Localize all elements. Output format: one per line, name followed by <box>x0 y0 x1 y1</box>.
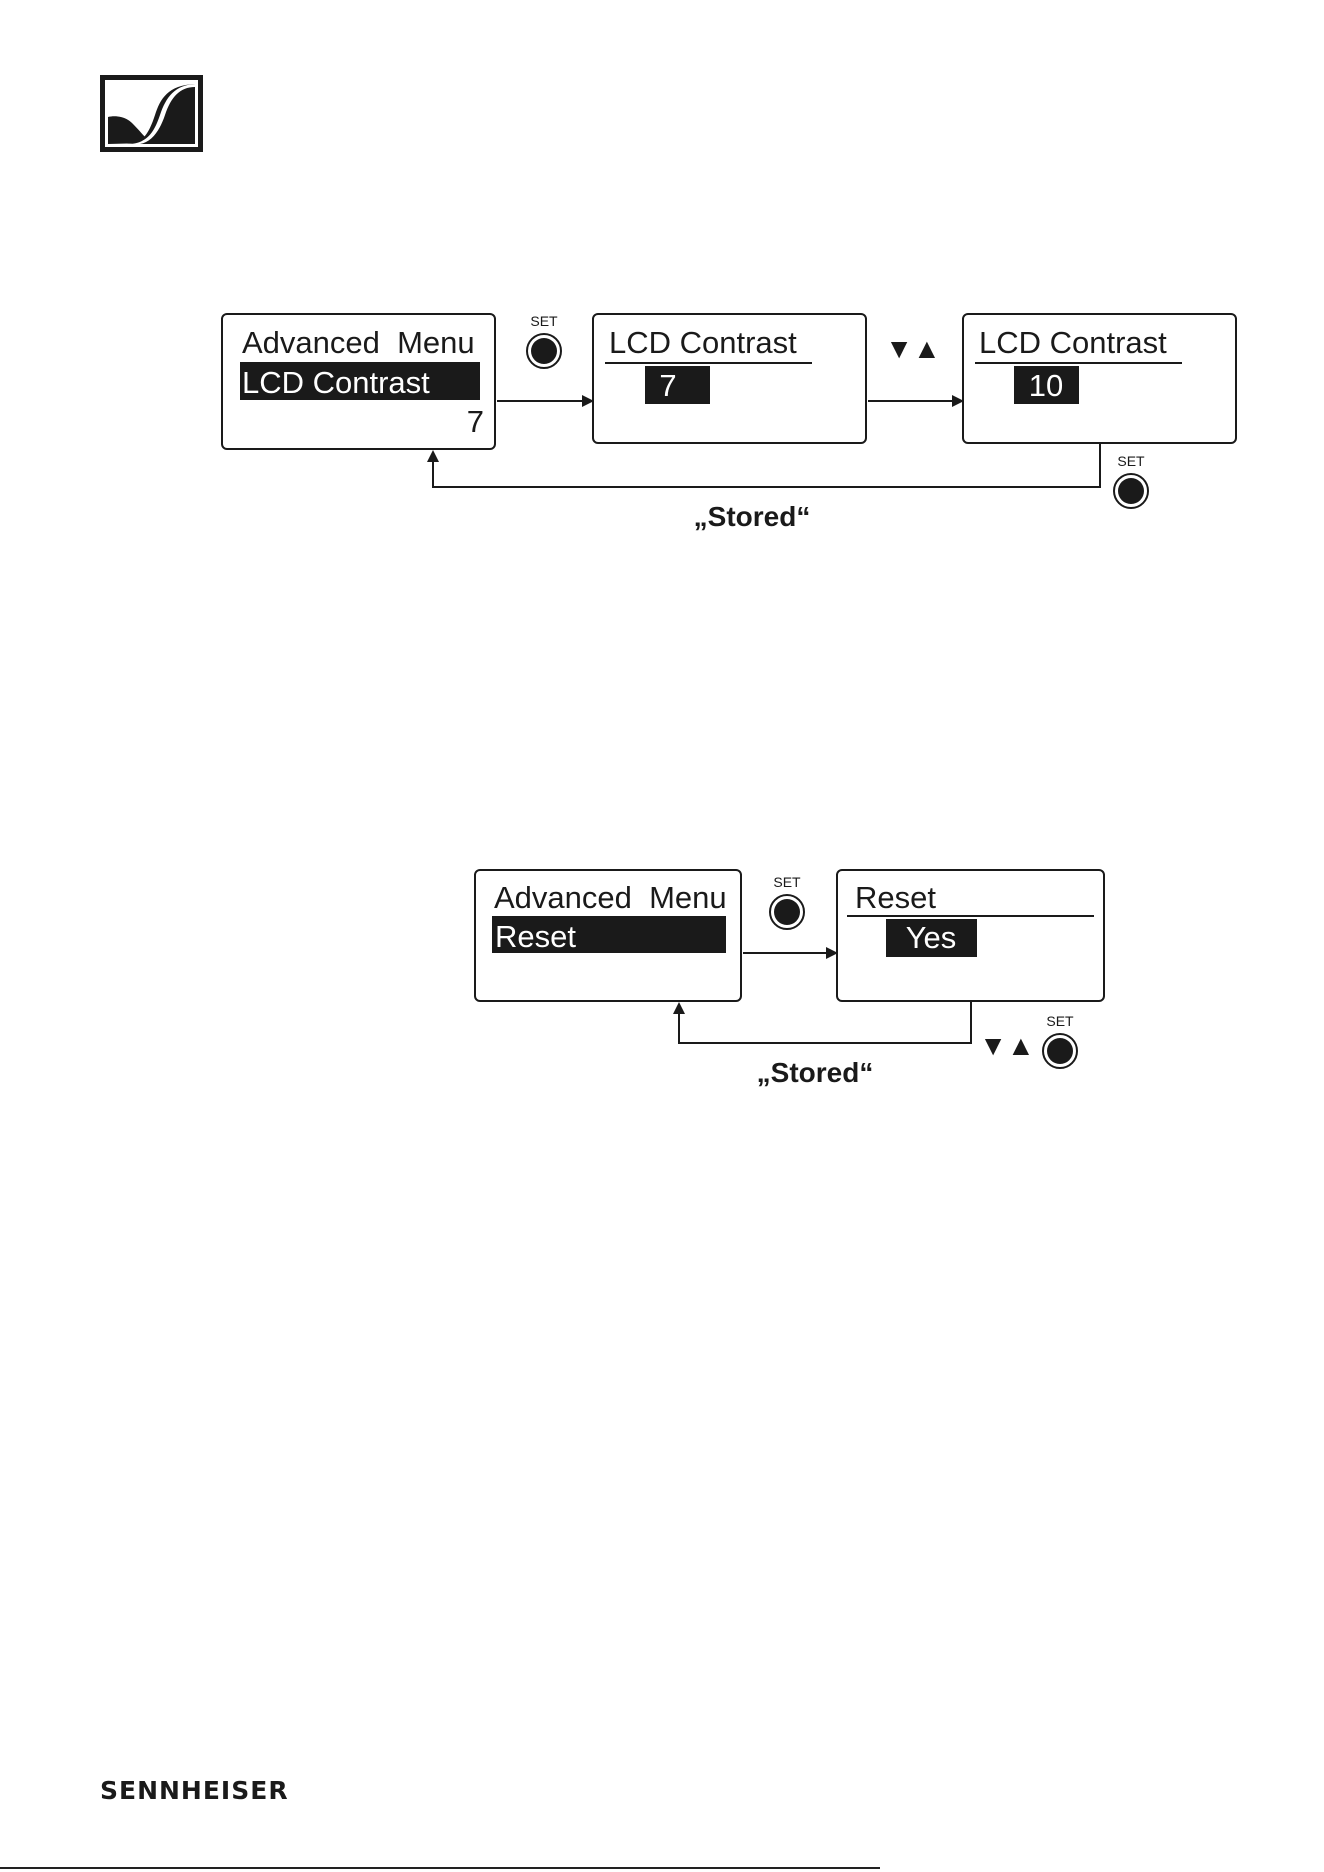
lcd-screen-reset-confirm: Reset Yes <box>837 870 1104 1001</box>
stored-label: „Stored“ <box>757 1057 874 1088</box>
lcd-screen-advanced-menu: Advanced Menu LCD Contrast 7 <box>222 314 495 449</box>
set-button-icon <box>531 338 557 364</box>
screen-title: Reset <box>855 880 936 915</box>
screen-value: Yes <box>906 920 957 955</box>
set-button: SET <box>770 874 804 929</box>
stored-label: „Stored“ <box>694 501 811 532</box>
set-button-icon <box>1047 1038 1073 1064</box>
set-button-label: SET <box>530 313 558 329</box>
screen-highlight-item: Reset <box>495 919 576 954</box>
screen-highlight-item: LCD Contrast <box>242 365 430 400</box>
screen-value: 10 <box>1029 368 1063 403</box>
set-button-label: SET <box>773 874 801 890</box>
return-arrow <box>679 1001 971 1043</box>
set-button-label: SET <box>1117 453 1145 469</box>
screen-value: 7 <box>659 368 676 403</box>
set-button: SET <box>527 313 561 368</box>
footer-divider <box>0 1867 880 1869</box>
set-button-icon <box>1118 478 1144 504</box>
lcd-screen-contrast-new: LCD Contrast 10 <box>963 314 1236 443</box>
lcd-screen-contrast-edit: LCD Contrast 7 <box>593 314 866 443</box>
set-button: SET <box>1114 453 1148 508</box>
screen-menu-title: Advanced Menu <box>242 325 475 360</box>
return-arrow <box>433 443 1100 487</box>
set-button: SET <box>1043 1013 1077 1068</box>
up-down-arrows-icon: ▼▲ <box>979 1030 1034 1061</box>
screen-title: LCD Contrast <box>609 325 797 360</box>
brand-wordmark: SENNHEISER <box>100 1776 289 1805</box>
screen-title: LCD Contrast <box>979 325 1167 360</box>
screen-menu-title: Advanced Menu <box>494 880 727 915</box>
lcd-contrast-diagram: Advanced Menu LCD Contrast 7 SET LCD Con… <box>0 300 1324 560</box>
set-button-icon <box>774 899 800 925</box>
value-highlight <box>645 366 710 404</box>
screen-current-value: 7 <box>467 404 484 439</box>
set-button-label: SET <box>1046 1013 1074 1029</box>
lcd-screen-advanced-menu: Advanced Menu Reset <box>475 870 741 1001</box>
sennheiser-logo-icon <box>100 75 203 152</box>
up-down-arrows-icon: ▼▲ <box>885 333 940 364</box>
reset-diagram: Advanced Menu Reset SET Reset Yes ▼▲ SET… <box>0 860 1324 1100</box>
